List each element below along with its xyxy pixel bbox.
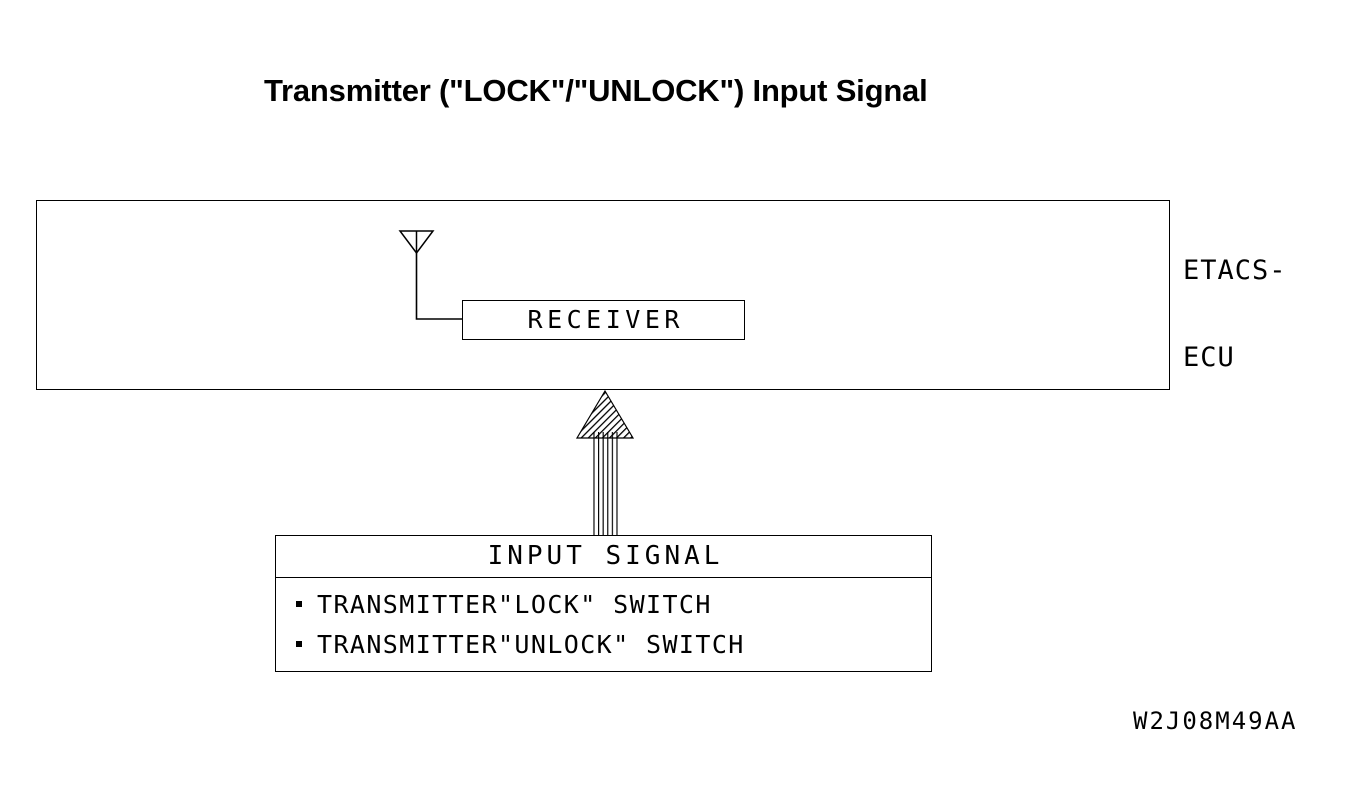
etacs-ecu-enclosure (36, 200, 1170, 390)
list-item: TRANSMITTER"LOCK" SWITCH (296, 585, 931, 625)
input-signal-header: INPUT SIGNAL (276, 536, 931, 578)
receiver-label: RECEIVER (527, 305, 684, 334)
etacs-ecu-label-line2: ECU (1183, 342, 1235, 373)
drawing-code: W2J08M49AA (1133, 707, 1298, 735)
input-signal-title: INPUT SIGNAL (487, 541, 724, 571)
etacs-ecu-label: ETACS- ECU (1183, 198, 1287, 430)
hatched-up-arrow-icon (575, 389, 635, 535)
page-title: Transmitter ("LOCK"/"UNLOCK") Input Sign… (264, 73, 928, 108)
input-signal-list: TRANSMITTER"LOCK" SWITCH TRANSMITTER"UNL… (276, 578, 931, 673)
receiver-block: RECEIVER (462, 300, 745, 340)
list-item: TRANSMITTER"UNLOCK" SWITCH (296, 625, 931, 665)
list-item-label: TRANSMITTER"LOCK" SWITCH (317, 590, 712, 619)
input-signal-panel: INPUT SIGNAL TRANSMITTER"LOCK" SWITCH TR… (275, 535, 932, 672)
square-bullet-icon (296, 601, 302, 607)
square-bullet-icon (296, 641, 302, 647)
list-item-label: TRANSMITTER"UNLOCK" SWITCH (317, 630, 745, 659)
etacs-ecu-label-line1: ETACS- (1183, 255, 1287, 286)
